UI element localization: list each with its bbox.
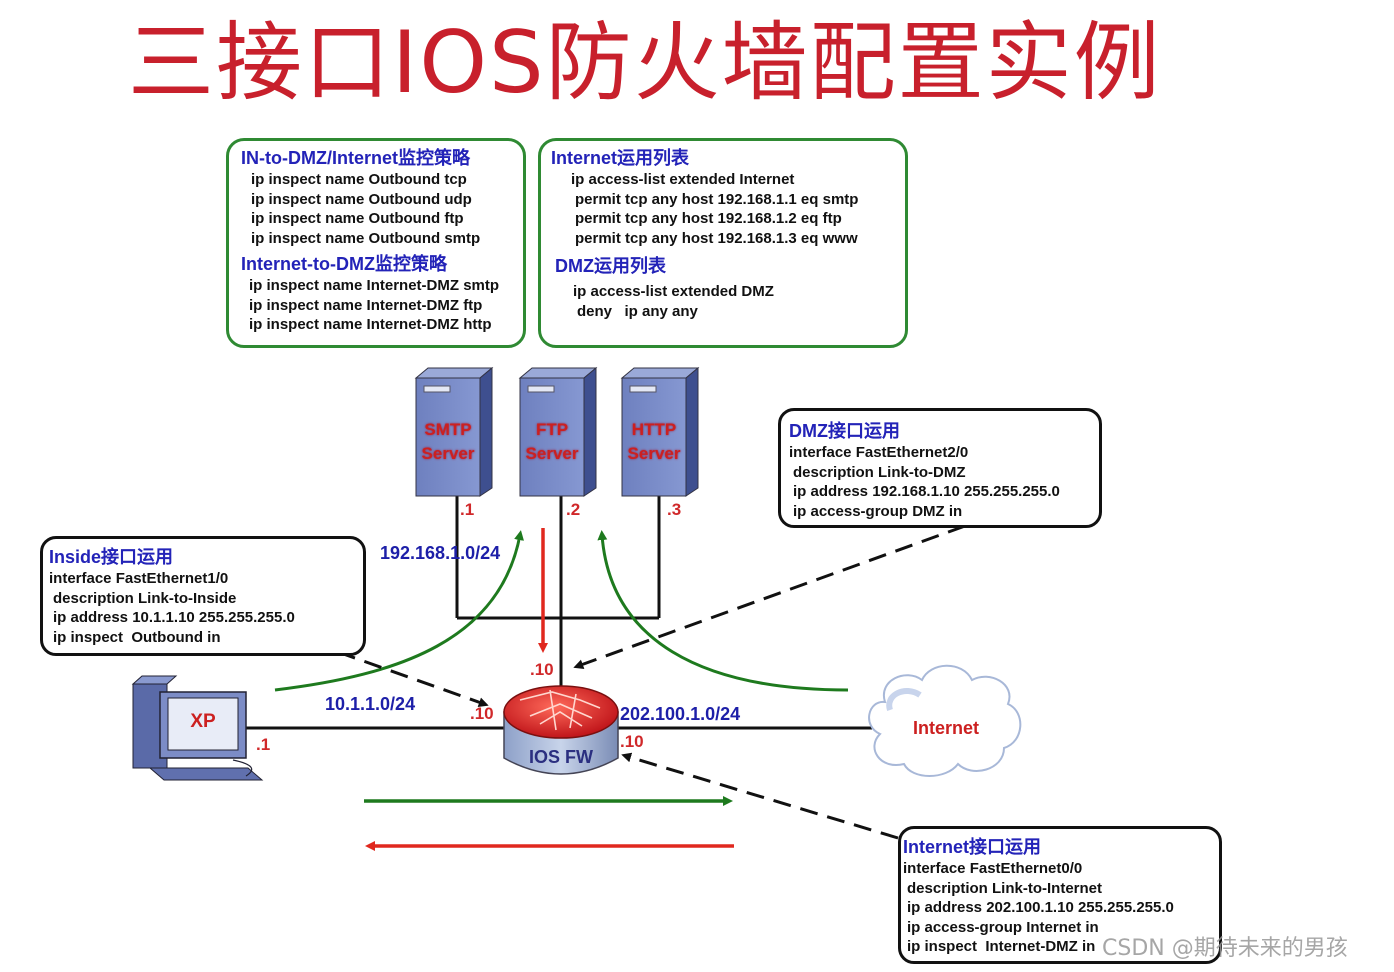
- internet-interface-line: description Link-to-Internet: [907, 879, 1102, 897]
- internet-network-label: 202.100.1.0/24: [620, 704, 741, 724]
- inspect-policy-line: ip inspect name Outbound udp: [251, 190, 472, 208]
- smtp-server-icon: [414, 366, 494, 497]
- pc-label: XP: [190, 711, 216, 732]
- dmz-network-label: 192.168.1.0/24: [380, 543, 501, 563]
- inspect-policy-box: IN-to-DMZ/Internet监控策略 ip inspect name O…: [226, 138, 526, 348]
- fw-internet-ip-label: .10: [620, 732, 644, 751]
- pc-ip-label: .1: [256, 735, 271, 754]
- inside-interface-line: description Link-to-Inside: [53, 589, 237, 607]
- fw-dmz-ip-label: .10: [530, 660, 554, 679]
- dmz-interface-box: DMZ接口运用 interface FastEthernet2/0 descri…: [778, 408, 1102, 528]
- cloud-label: Internet: [912, 718, 979, 738]
- inside-interface-line: ip address 10.1.1.10 255.255.255.0: [53, 609, 295, 626]
- smtp-host-label: .1: [460, 500, 475, 519]
- internet-dmz-policy-line: ip inspect name Internet-DMZ http: [249, 316, 492, 333]
- fw-inside-ip-label: .10: [470, 704, 494, 723]
- dmz-interface-line: interface FastEthernet2/0: [789, 444, 969, 461]
- inspect-policy-line: ip inspect name Outbound ftp: [251, 210, 464, 227]
- http-server-label: HTTP Server: [622, 418, 686, 466]
- inspect-policy-line: ip inspect name Outbound smtp: [251, 229, 481, 247]
- dmz-interface-line: ip address 192.168.1.10 255.255.255.0: [793, 483, 1060, 500]
- dmz-interface-line: ip access-group DMZ in: [793, 502, 963, 520]
- smtp-server-label: SMTP Server: [416, 418, 480, 466]
- dmz-interface-line: description Link-to-DMZ: [793, 463, 966, 481]
- internet-dmz-policy-heading: Internet-to-DMZ监控策略: [241, 254, 447, 274]
- inside-interface-line: ip inspect Outbound in: [53, 628, 221, 646]
- dmz-acl-heading: DMZ运用列表: [555, 256, 666, 276]
- inside-network-label: 10.1.1.0/24: [325, 694, 416, 714]
- http-server-line2: Server: [627, 444, 681, 463]
- dashed-pointer-dmz: [573, 524, 966, 670]
- internet-interface-line: ip inspect Internet-DMZ in: [907, 938, 1096, 955]
- green-arrow-inside-to-dmz: [274, 530, 524, 692]
- smtp-server-line2: Server: [421, 444, 475, 463]
- inside-interface-line: interface FastEthernet1/0: [49, 570, 229, 587]
- pc-icon: [131, 675, 264, 781]
- inside-interface-heading: Inside接口运用: [49, 547, 174, 567]
- internet-cloud-icon: [868, 664, 1022, 777]
- internet-interface-line: interface FastEthernet0/0: [903, 860, 1083, 877]
- internet-acl-heading: Internet运用列表: [551, 148, 690, 168]
- ftp-server-line2: Server: [525, 444, 579, 463]
- firewall-label: IOS FW: [529, 747, 593, 767]
- internet-interface-heading: Internet接口运用: [903, 837, 1042, 857]
- internet-acl-line: permit tcp any host 192.168.1.2 eq ftp: [575, 210, 842, 227]
- internet-interface-line: ip access-group Internet in: [907, 918, 1099, 936]
- inspect-policy-line: ip inspect name Outbound tcp: [251, 171, 467, 188]
- ftp-server-icon: [518, 366, 598, 497]
- internet-acl-line: permit tcp any host 192.168.1.3 eq www: [575, 229, 858, 247]
- ftp-server-line1: FTP: [535, 420, 569, 439]
- internet-acl-line: permit tcp any host 192.168.1.1 eq smtp: [575, 190, 859, 208]
- dashed-pointer-inside: [337, 650, 489, 708]
- internet-dmz-policy-line: ip inspect name Internet-DMZ smtp: [249, 277, 500, 294]
- ftp-host-label: .2: [566, 500, 581, 519]
- internet-dmz-policy-line: ip inspect name Internet-DMZ ftp: [249, 296, 483, 314]
- internet-interface-line: ip address 202.100.1.10 255.255.255.0: [907, 899, 1174, 916]
- http-host-label: .3: [667, 500, 682, 519]
- green-arrow-internet-to-dmz: [597, 530, 849, 692]
- dmz-interface-heading: DMZ接口运用: [789, 421, 900, 441]
- internet-interface-box: Internet接口运用 interface FastEthernet0/0 d…: [898, 826, 1222, 964]
- ftp-server-label: FTP Server: [520, 418, 584, 466]
- firewall-icon: [503, 685, 619, 775]
- dmz-acl-line: ip access-list extended DMZ: [573, 283, 774, 300]
- http-server-icon: [620, 366, 700, 497]
- dashed-pointer-internet: [621, 752, 899, 840]
- page-title: 三接口IOS防火墙配置实例: [128, 13, 1162, 113]
- inspect-policy-heading: IN-to-DMZ/Internet监控策略: [241, 148, 470, 168]
- watermark: CSDN @期待未来的男孩: [1102, 936, 1348, 961]
- smtp-server-line1: SMTP: [424, 420, 472, 439]
- acl-list-box: Internet运用列表 ip access-list extended Int…: [538, 138, 908, 348]
- internet-acl-line: ip access-list extended Internet: [571, 171, 795, 188]
- http-server-line1: HTTP: [631, 420, 677, 439]
- dmz-acl-line: deny ip any any: [577, 302, 698, 320]
- inside-interface-box: Inside接口运用 interface FastEthernet1/0 des…: [40, 536, 366, 656]
